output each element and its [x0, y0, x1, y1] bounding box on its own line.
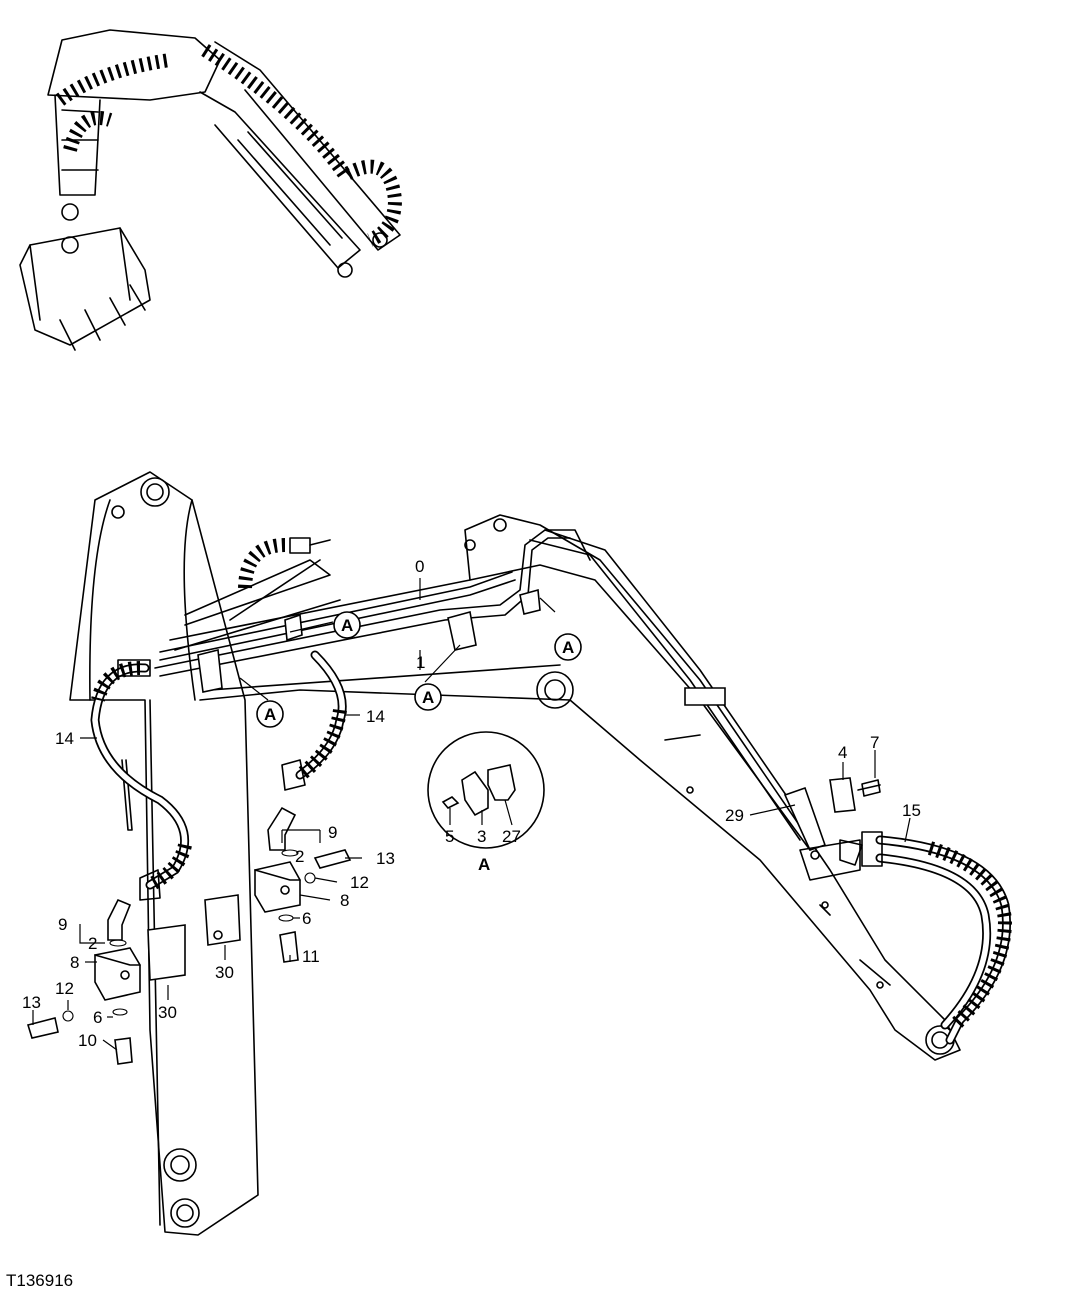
callout-4: 4: [838, 743, 847, 762]
callout-14-middle: 14: [366, 707, 385, 726]
callout-2-left: 2: [88, 934, 97, 953]
callout-a-2: A: [264, 705, 276, 724]
callout-9-left: 9: [58, 915, 67, 934]
callout-3: 3: [477, 827, 486, 846]
callout-11: 11: [302, 947, 320, 966]
callout-12-left: 12: [55, 979, 74, 998]
callout-15: 15: [902, 801, 921, 820]
callout-5: 5: [445, 827, 454, 846]
steel-line-1: [159, 579, 516, 661]
callout-2-right: 2: [295, 847, 304, 866]
callout-a-3: A: [562, 638, 574, 657]
callout-a-4: A: [422, 688, 434, 707]
overview-inset: [19, 29, 403, 351]
callout-14-left: 14: [55, 729, 74, 748]
callout-labels: 0 1 A A A A 14 14 9 2 13 12 8 6 11 9 2 8…: [22, 557, 921, 1050]
callout-6-right: 6: [302, 909, 311, 928]
callout-6-left: 6: [93, 1008, 102, 1027]
main-assembly: [26, 471, 1013, 1236]
callout-detail-a: A: [478, 855, 490, 874]
callout-8-right: 8: [340, 891, 349, 910]
callout-12-right: 12: [350, 873, 369, 892]
callout-29: 29: [725, 806, 744, 825]
hose-14-upper: [238, 538, 286, 591]
callout-8-left: 8: [70, 953, 79, 972]
callout-a-1: A: [341, 616, 353, 635]
callout-30-right: 30: [215, 963, 234, 982]
figure-id: T136916: [6, 1271, 74, 1290]
callout-30-left: 30: [158, 1003, 177, 1022]
callout-13-left: 13: [22, 993, 41, 1012]
callout-9-right: 9: [328, 823, 337, 842]
leader-lines: [32, 578, 911, 1051]
callout-27: 27: [502, 827, 521, 846]
callout-10: 10: [78, 1031, 97, 1050]
steel-line-0: [154, 529, 591, 669]
callout-1: 1: [416, 653, 425, 672]
callout-7: 7: [870, 733, 879, 752]
callout-13-right: 13: [376, 849, 395, 868]
detail-a-circle: [427, 731, 545, 849]
arm-body: [69, 471, 259, 1236]
callout-0: 0: [415, 557, 424, 576]
